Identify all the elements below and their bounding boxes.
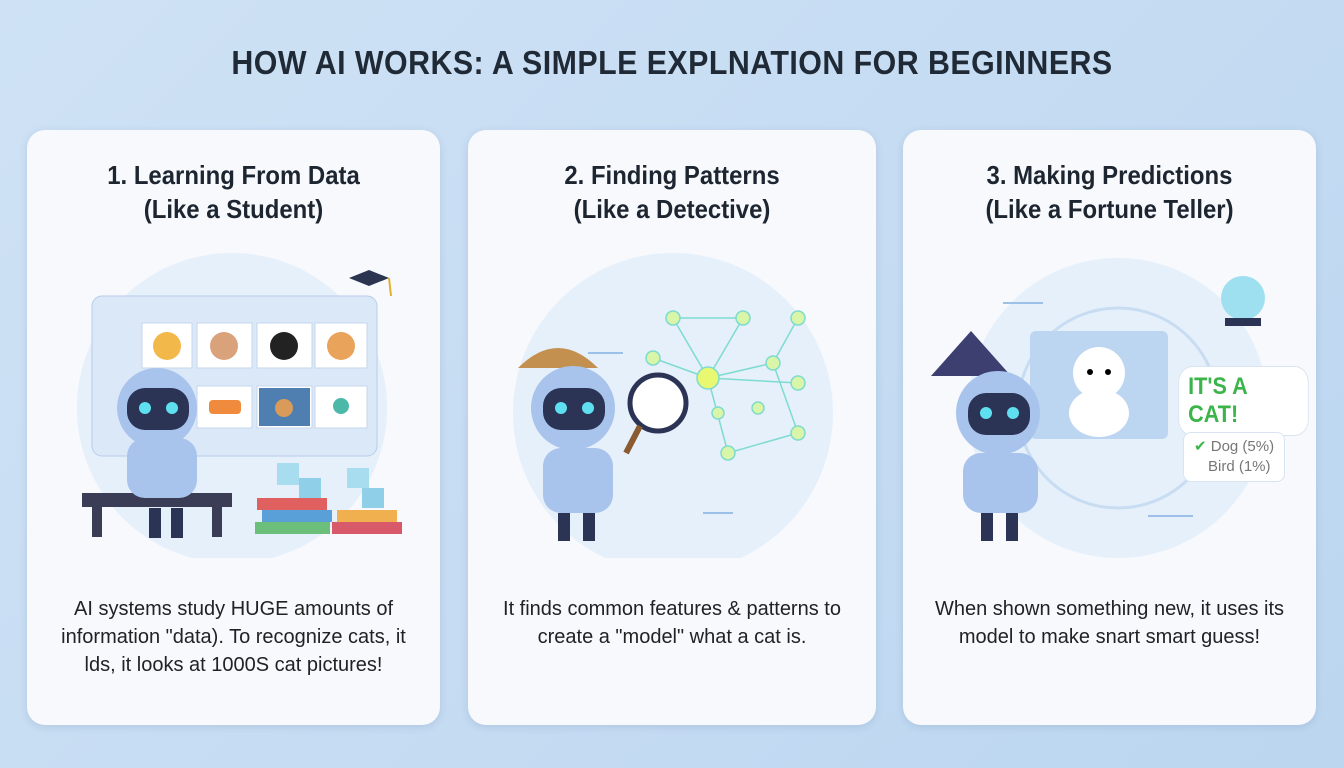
robot-icon	[117, 368, 197, 538]
page-title: HOW AI WORKS: A SIMPLE EXPLNATION FOR BE…	[231, 44, 1113, 81]
card-title-line1: 1. Learning From Data	[107, 160, 360, 190]
card-title-line2: (Like a Student)	[143, 194, 324, 224]
card-title-line2: (Like a Detective)	[573, 194, 771, 224]
card-title: 1. Learning From Data (Like a Student)	[44, 158, 424, 226]
prediction-badge: IT'S A CAT!	[1178, 366, 1309, 436]
robot-icon	[518, 348, 615, 541]
card-body: When shown something new, it uses its mo…	[934, 598, 1285, 648]
alternatives-box: ✔ Dog (5%) Bird (1%)	[1183, 432, 1286, 482]
alternative-dog: Dog (5%)	[1210, 438, 1275, 455]
card-title-line1: 3. Making Predictions	[986, 160, 1233, 190]
student-robot-illustration	[77, 253, 402, 558]
card-patterns: 2. Finding Patterns (Like a Detective) It…	[468, 130, 876, 725]
card-predictions: 3. Making Predictions (Like a Fortune Tel…	[903, 130, 1316, 725]
robot-icon	[931, 331, 1040, 541]
card-title: 2. Finding Patterns (Like a Detective)	[484, 158, 859, 226]
card-learning: 1. Learning From Data (Like a Student) AI…	[27, 130, 440, 725]
crystal-ball-icon	[1221, 276, 1265, 326]
books-icon	[255, 463, 402, 534]
card-body: It finds common features & patterns to c…	[503, 598, 841, 648]
network-graph	[645, 310, 806, 461]
card-title-line1: 2. Finding Patterns	[564, 160, 780, 190]
alternative-bird: Bird (1%)	[1208, 458, 1271, 475]
card-title: 3. Making Predictions (Like a Fortune Tel…	[920, 158, 1300, 226]
magnifier-icon	[627, 372, 689, 434]
fortune-teller-robot-illustration	[931, 258, 1268, 558]
check-icon: ✔	[1194, 438, 1207, 455]
card-title-line2: (Like a Fortune Teller)	[985, 194, 1234, 224]
card-body: AI systems study HUGE amounts of informa…	[61, 598, 406, 676]
detective-robot-illustration	[513, 253, 833, 558]
